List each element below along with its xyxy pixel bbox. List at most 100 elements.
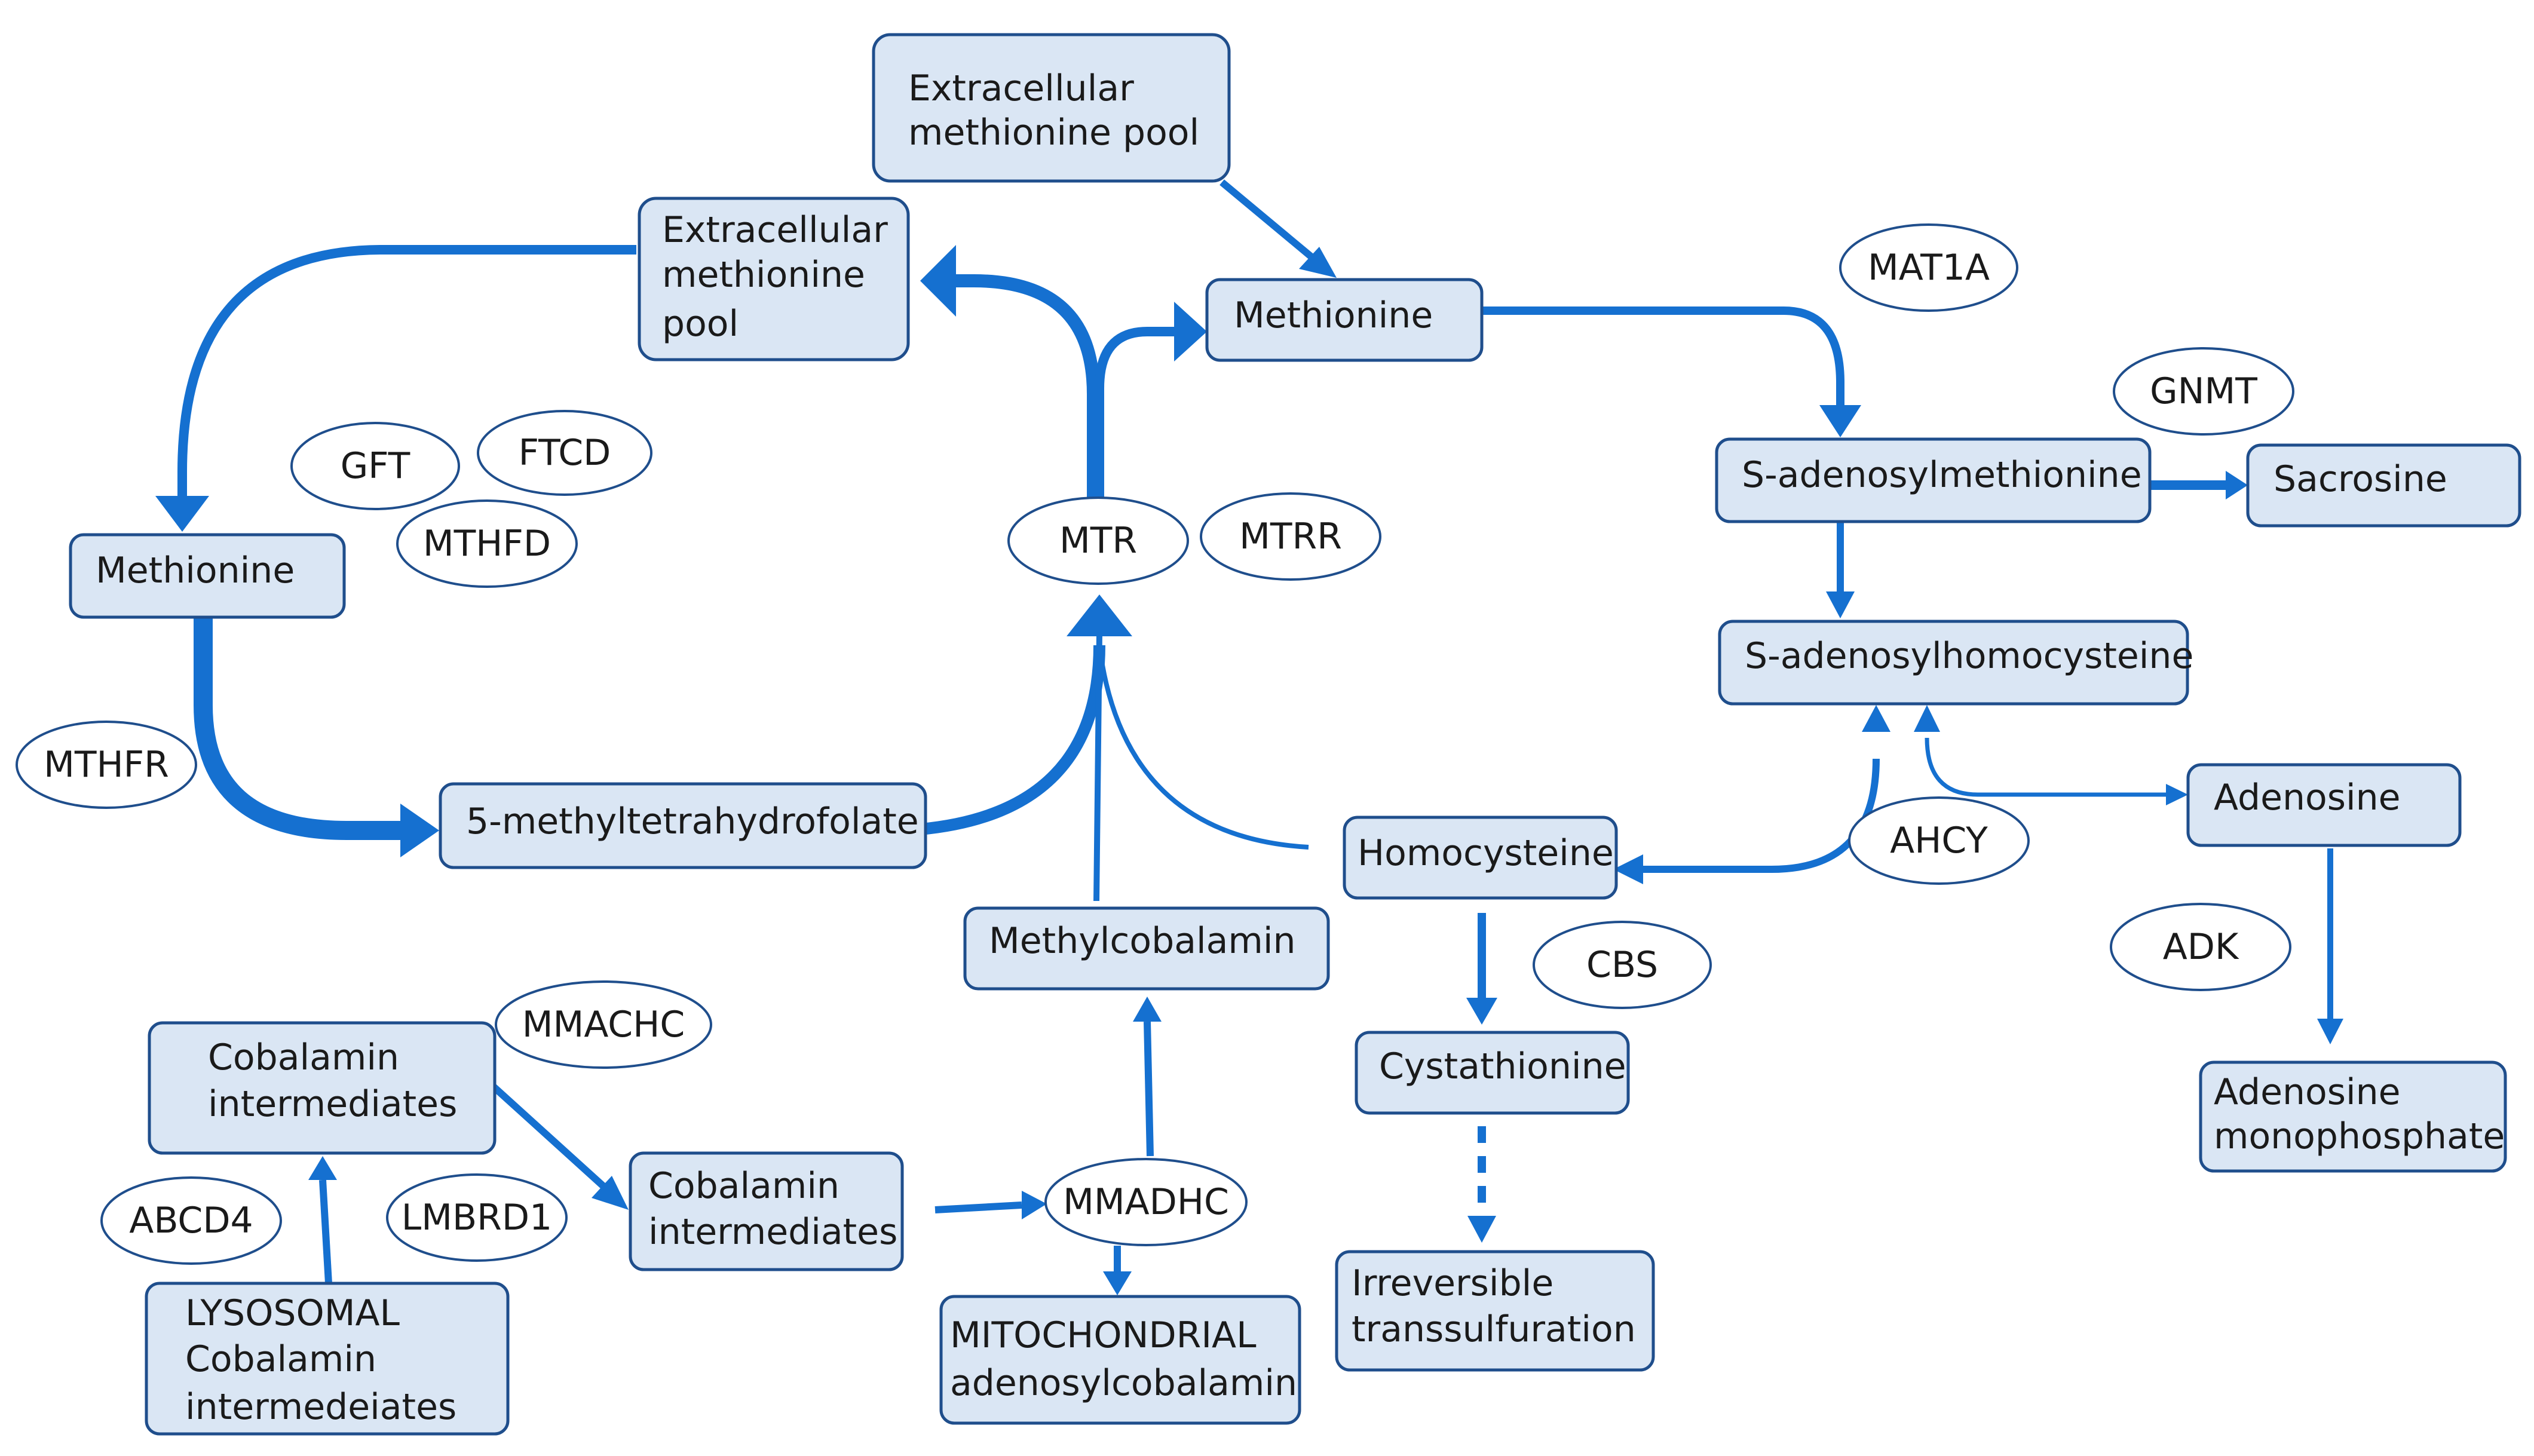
edge-sah-homocysteine bbox=[1640, 758, 1880, 873]
arrowhead bbox=[1133, 997, 1162, 1022]
enzyme-ftcd: FTCD bbox=[477, 410, 652, 496]
node-label: Adenosine bbox=[2214, 1071, 2401, 1113]
enzyme-label: MTHFR bbox=[44, 744, 169, 786]
enzyme-cbs: CBS bbox=[1533, 921, 1712, 1009]
enzyme-label: FTCD bbox=[519, 432, 611, 474]
arrowhead bbox=[1103, 1271, 1132, 1295]
node-label: methionine bbox=[662, 254, 865, 296]
node-adenosine-monophosphate: Adenosine monophosphate bbox=[2199, 1060, 2507, 1173]
arrowhead bbox=[920, 245, 956, 317]
node-label: Cobalamin bbox=[648, 1165, 839, 1207]
node-label: Irreversible bbox=[1352, 1262, 1554, 1304]
node-label: Homocysteine bbox=[1358, 832, 1614, 874]
node-lysosomal-cobalamin: LYSOSOMAL Cobalamin intermedeiates bbox=[145, 1282, 510, 1436]
enzyme-mmadhc: MMADHC bbox=[1044, 1158, 1248, 1246]
arrowhead bbox=[1613, 854, 1643, 884]
node-label: Cystathionine bbox=[1379, 1046, 1626, 1087]
node-label: transsulfuration bbox=[1352, 1308, 1636, 1350]
edge-mtr-to-extpool bbox=[956, 274, 1100, 502]
enzyme-ahcy: AHCY bbox=[1848, 796, 2030, 885]
arrowhead bbox=[592, 1176, 629, 1210]
edge-mthf-to-mtr bbox=[920, 645, 1105, 835]
enzyme-mmachc: MMACHC bbox=[495, 980, 712, 1069]
edge-cbl1-to-cbl2 bbox=[490, 1083, 609, 1192]
enzyme-adk: ADK bbox=[2110, 903, 2291, 991]
enzyme-label: MMADHC bbox=[1063, 1181, 1229, 1223]
edge-sah-adenosine bbox=[1925, 737, 2166, 797]
node-label: 5-methyltetrahydrofolate bbox=[466, 801, 919, 842]
arrowhead bbox=[1299, 247, 1337, 278]
enzyme-mthfd: MTHFD bbox=[396, 499, 578, 588]
edge-lysosomal-to-cbl1 bbox=[319, 1179, 332, 1284]
node-label: S-adenosylhomocysteine bbox=[1745, 635, 2193, 677]
arrowhead bbox=[1826, 591, 1855, 618]
node-s-adenosylhomocysteine: S-adenosylhomocysteine bbox=[1718, 620, 2193, 706]
node-irreversible-transsulfuration: Irreversible transsulfuration bbox=[1335, 1250, 1655, 1372]
node-label: Methionine bbox=[96, 550, 295, 591]
arrowhead bbox=[1914, 705, 1940, 732]
arrowhead bbox=[1174, 302, 1207, 361]
arrowhead bbox=[1022, 1191, 1047, 1219]
enzyme-mtrr: MTRR bbox=[1200, 492, 1381, 581]
node-label: intermediates bbox=[648, 1211, 897, 1253]
enzyme-lmbrd1: LMBRD1 bbox=[386, 1173, 568, 1262]
enzyme-label: MMACHC bbox=[522, 1004, 685, 1046]
edge-extpool-to-methionine bbox=[1219, 179, 1314, 260]
node-label: Extracellular bbox=[662, 209, 888, 251]
enzyme-mtr: MTR bbox=[1007, 496, 1189, 585]
enzyme-label: GNMT bbox=[2150, 370, 2257, 412]
edge-mmadhc-to-methylcobalamin bbox=[1144, 1021, 1154, 1157]
edge-cbl2-to-mmadhc bbox=[934, 1201, 1022, 1213]
node-label: MITOCHONDRIAL bbox=[950, 1314, 1257, 1356]
enzyme-label: LMBRD1 bbox=[402, 1197, 552, 1239]
enzyme-label: MTHFD bbox=[423, 523, 551, 565]
enzyme-label: MAT1A bbox=[1868, 247, 1990, 289]
node-label: Methionine bbox=[1234, 295, 1433, 336]
edge-extpool-to-methionine-left bbox=[177, 245, 636, 496]
arrowhead bbox=[1819, 405, 1861, 437]
node-label: monophosphate bbox=[2214, 1115, 2505, 1157]
edge-methionine-to-sam bbox=[1482, 306, 1844, 405]
arrowhead bbox=[155, 496, 209, 532]
arrowhead bbox=[308, 1156, 337, 1180]
edge-homocysteine-to-mtr bbox=[1097, 645, 1309, 850]
node-label: methionine pool bbox=[908, 112, 1199, 154]
enzyme-gft: GFT bbox=[290, 422, 460, 510]
node-5-methyltetrahydrofolate: 5-methyltetrahydrofolate bbox=[439, 782, 927, 869]
enzyme-label: AHCY bbox=[1890, 820, 1988, 862]
node-methionine-left: Methionine bbox=[69, 533, 346, 619]
node-label: Extracellular bbox=[908, 68, 1134, 109]
node-homocysteine: Homocysteine bbox=[1343, 816, 1618, 900]
enzyme-label: MTR bbox=[1059, 520, 1137, 562]
node-label: Cobalamin bbox=[208, 1037, 399, 1078]
node-label: intermedeiates bbox=[185, 1386, 456, 1428]
node-extracellular-pool-top: Extracellular methionine pool bbox=[872, 33, 1231, 183]
node-cystathionine: Cystathionine bbox=[1355, 1031, 1630, 1115]
enzyme-label: ABCD4 bbox=[129, 1200, 253, 1242]
enzyme-gnmt: GNMT bbox=[2113, 347, 2294, 436]
enzyme-label: GFT bbox=[341, 445, 410, 487]
node-label: intermediates bbox=[208, 1083, 457, 1125]
node-methionine-right: Methionine bbox=[1205, 278, 1484, 362]
enzyme-mat1a: MAT1A bbox=[1839, 223, 2018, 312]
node-label: Cobalamin bbox=[185, 1338, 376, 1380]
arrowhead bbox=[2226, 471, 2248, 499]
enzyme-abcd4: ABCD4 bbox=[100, 1176, 282, 1265]
edge-methionine-to-mthf bbox=[194, 615, 400, 840]
enzyme-label: MTRR bbox=[1239, 516, 1342, 557]
node-s-adenosylmethionine: S-adenosylmethionine bbox=[1715, 437, 2152, 523]
arrowhead bbox=[1466, 998, 1497, 1025]
arrowhead bbox=[1862, 705, 1890, 732]
enzyme-label: ADK bbox=[2163, 926, 2239, 968]
arrowhead bbox=[2166, 784, 2188, 805]
edge-methylcobalamin-to-mtr bbox=[1093, 633, 1102, 902]
node-sarcosine: Sacrosine bbox=[2246, 443, 2521, 528]
arrowhead bbox=[1067, 594, 1132, 636]
node-cobalamin-intermediates-2: Cobalamin intermediates bbox=[629, 1151, 904, 1271]
node-label: Methylcobalamin bbox=[989, 920, 1296, 962]
node-cobalamin-intermediates-1: Cobalamin intermediates bbox=[148, 1021, 497, 1155]
edge-mtr-to-methionine bbox=[1095, 327, 1174, 502]
arrowhead bbox=[2317, 1019, 2343, 1044]
node-label: adenosylcobalamin bbox=[950, 1362, 1297, 1404]
